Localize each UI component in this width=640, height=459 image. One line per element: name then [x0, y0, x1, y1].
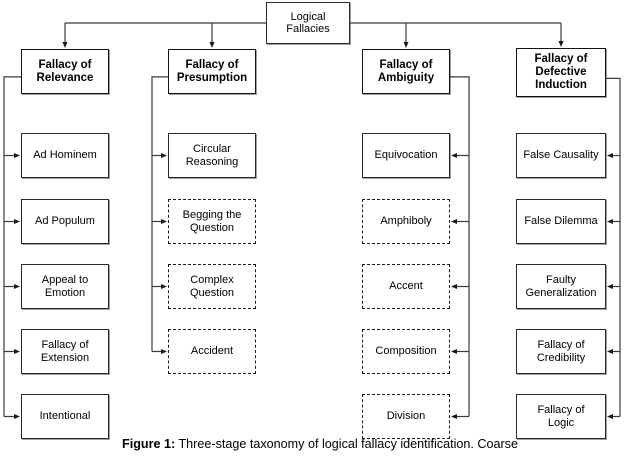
- node-begging-the-question-label: Begging the Question: [182, 209, 242, 234]
- root-node-logical-fallacies-label: Logical Fallacies: [286, 10, 330, 35]
- column-header-fallacy-of-ambiguity[interactable]: Fallacy of Ambiguity: [362, 49, 450, 94]
- node-composition[interactable]: Composition: [362, 329, 450, 374]
- node-amphiboly-label: Amphiboly: [380, 215, 432, 228]
- node-division-label: Division: [386, 410, 426, 423]
- column-header-fallacy-of-relevance-label: Fallacy of Relevance: [36, 58, 94, 84]
- node-appeal-to-emotion-label: Appeal to Emotion: [41, 274, 89, 299]
- node-fallacy-of-credibility[interactable]: Fallacy of Credibility: [516, 329, 606, 374]
- node-fallacy-of-logic[interactable]: Fallacy of Logic: [516, 394, 606, 439]
- node-faulty-generalization[interactable]: Faulty Generalization: [516, 264, 606, 309]
- column-header-fallacy-of-defective-induction-label: Fallacy of Defective Induction: [534, 53, 588, 91]
- node-false-causality[interactable]: False Causality: [516, 133, 606, 178]
- node-ad-populum[interactable]: Ad Populum: [21, 199, 109, 244]
- node-false-dilemma-label: False Dilemma: [524, 215, 598, 228]
- node-accent[interactable]: Accent: [362, 264, 450, 309]
- node-circular-reasoning-label: Circular Reasoning: [185, 143, 239, 168]
- node-fallacy-of-extension[interactable]: Fallacy of Extension: [21, 329, 109, 374]
- node-intentional[interactable]: Intentional: [21, 394, 109, 439]
- node-division[interactable]: Division: [362, 394, 450, 439]
- node-begging-the-question[interactable]: Begging the Question: [168, 199, 256, 244]
- node-appeal-to-emotion[interactable]: Appeal to Emotion: [21, 264, 109, 309]
- column-header-fallacy-of-presumption-label: Fallacy of Presumption: [176, 58, 248, 84]
- node-intentional-label: Intentional: [39, 410, 91, 423]
- node-fallacy-of-extension-label: Fallacy of Extension: [40, 339, 90, 364]
- node-complex-question[interactable]: Complex Question: [168, 264, 256, 309]
- node-false-causality-label: False Causality: [523, 149, 599, 162]
- node-composition-label: Composition: [375, 345, 437, 358]
- node-circular-reasoning[interactable]: Circular Reasoning: [168, 133, 256, 178]
- node-accent-label: Accent: [389, 280, 423, 293]
- node-accident[interactable]: Accident: [168, 329, 256, 374]
- node-complex-question-label: Complex Question: [189, 274, 235, 299]
- figure-caption-label: Figure 1:: [122, 437, 176, 451]
- node-false-dilemma[interactable]: False Dilemma: [516, 199, 606, 244]
- node-ad-hominem[interactable]: Ad Hominem: [21, 133, 109, 178]
- node-accident-label: Accident: [190, 345, 234, 358]
- node-ad-populum-label: Ad Populum: [35, 215, 95, 228]
- node-amphiboly[interactable]: Amphiboly: [362, 199, 450, 244]
- column-header-fallacy-of-ambiguity-label: Fallacy of Ambiguity: [377, 58, 435, 84]
- node-faulty-generalization-label: Faulty Generalization: [525, 274, 597, 299]
- figure-caption: Figure 1: Three-stage taxonomy of logica…: [0, 437, 640, 451]
- column-header-fallacy-of-presumption[interactable]: Fallacy of Presumption: [168, 49, 256, 94]
- node-fallacy-of-logic-label: Fallacy of Logic: [537, 404, 585, 429]
- node-ad-hominem-label: Ad Hominem: [33, 149, 97, 162]
- node-equivocation[interactable]: Equivocation: [362, 133, 450, 178]
- column-header-fallacy-of-relevance[interactable]: Fallacy of Relevance: [21, 49, 109, 94]
- node-equivocation-label: Equivocation: [374, 149, 438, 162]
- figure-caption-text: Three-stage taxonomy of logical fallacy …: [175, 437, 518, 451]
- column-header-fallacy-of-defective-induction[interactable]: Fallacy of Defective Induction: [516, 48, 606, 97]
- node-fallacy-of-credibility-label: Fallacy of Credibility: [536, 339, 586, 364]
- root-node-logical-fallacies[interactable]: Logical Fallacies: [266, 2, 350, 44]
